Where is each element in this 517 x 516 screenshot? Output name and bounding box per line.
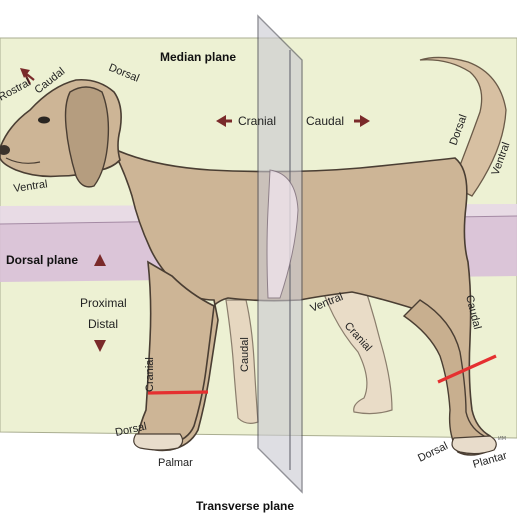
caudal-arrow-icon	[360, 115, 370, 127]
dorsal-hindpaw-label: Dorsal	[416, 440, 450, 465]
caudal-foreleg-label: Caudal	[239, 337, 251, 372]
dog-tail	[419, 56, 507, 197]
dog-nose	[0, 145, 10, 155]
artist-signature: ИМ	[498, 436, 506, 442]
transverse-plane-label: Transverse plane	[196, 499, 294, 513]
cranial-foreleg-label: Cranial	[144, 357, 156, 392]
transverse-cut-section	[266, 169, 299, 299]
foreleg-level-line	[147, 390, 209, 395]
far-foreleg	[225, 299, 259, 424]
dog-mouth	[5, 157, 41, 164]
hindpaw	[451, 435, 497, 455]
proximal-label: Proximal	[80, 296, 127, 310]
dog-body	[110, 146, 494, 456]
hindleg-level-line	[437, 354, 497, 384]
palmar-label: Palmar	[158, 457, 193, 469]
distal-arrow-icon	[94, 340, 106, 352]
ventral-head-label: Ventral	[13, 178, 49, 195]
cranial-arrow-icon	[216, 115, 226, 127]
dog-eye	[38, 116, 50, 124]
proximal-arrow-icon	[94, 254, 106, 266]
median-plane-label: Median plane	[160, 50, 236, 64]
dog-ear	[64, 86, 110, 188]
far-hind-leg	[315, 261, 393, 415]
forepaw	[133, 433, 184, 451]
rostral-arrow-head	[20, 68, 30, 78]
cranial-arrow-label: Cranial	[238, 114, 276, 128]
dorsal-plane-label: Dorsal plane	[6, 253, 78, 267]
caudal-arrow-label: Caudal	[306, 114, 344, 128]
distal-label: Distal	[88, 317, 118, 331]
